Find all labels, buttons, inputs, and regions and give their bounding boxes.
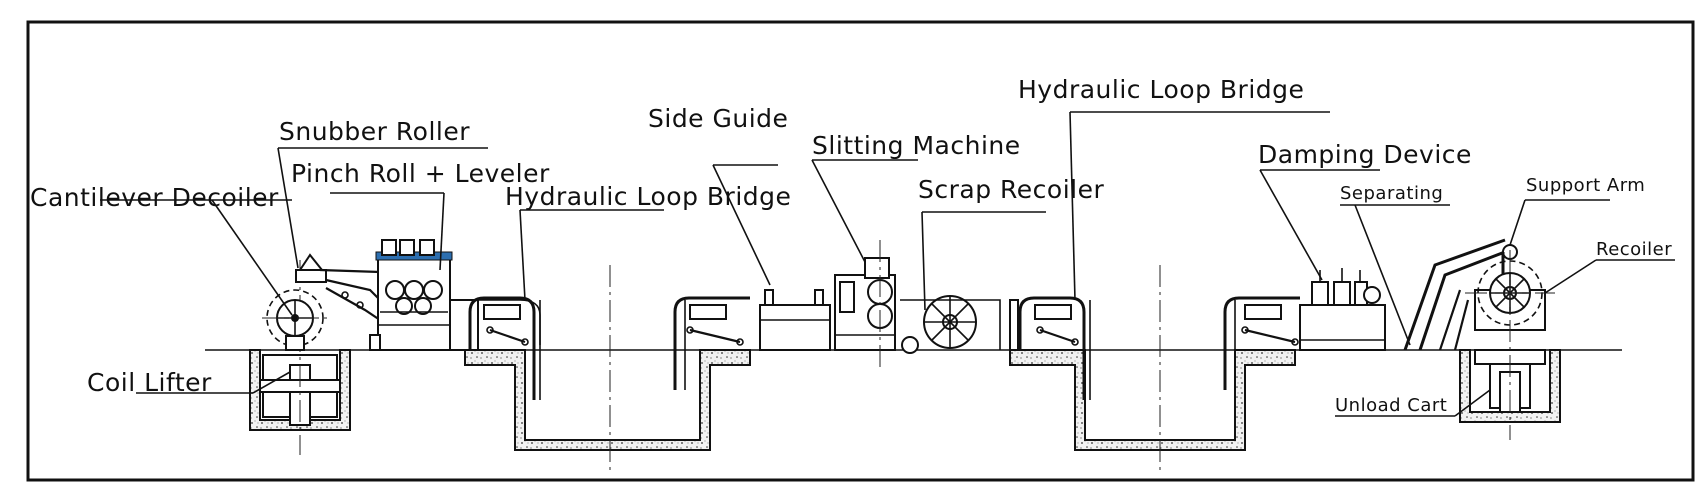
entry-bridge-right <box>673 296 750 390</box>
loop-pit-1 <box>464 265 751 470</box>
unload-cart-pit <box>1459 250 1561 440</box>
label-snubber-roller: Snubber Roller <box>279 117 470 146</box>
label-coil-lifter: Coil Lifter <box>87 368 212 397</box>
label-unload-cart: Unload Cart <box>1335 395 1447 416</box>
hydraulic-loop-bridge-2 <box>1009 296 1091 400</box>
scrap-recoiler <box>900 295 1001 354</box>
side-guide <box>759 289 831 351</box>
hydraulic-loop-bridge-1 <box>468 296 541 400</box>
label-cantilever-decoiler: Cantilever Decoiler <box>30 183 279 212</box>
label-slitting-machine: Slitting Machine <box>812 131 1021 160</box>
label-side-guide: Side Guide <box>648 104 788 133</box>
loop-pit-2 <box>1009 265 1296 470</box>
label-pinch-roll-leveler: Pinch Roll + Leveler <box>291 159 550 188</box>
cantilever-decoiler <box>262 289 330 351</box>
exit-bridge-right <box>1223 296 1300 390</box>
drawing-frame <box>26 20 1695 482</box>
snubber-roller <box>295 253 381 321</box>
coil-lifter-pit <box>249 260 351 455</box>
damping-device <box>1299 268 1386 351</box>
label-recoiler: Recoiler <box>1596 239 1672 260</box>
label-hydraulic-loop-bridge-1: Hydraulic Loop Bridge <box>505 182 791 211</box>
label-scrap-recoiler: Scrap Recoiler <box>918 175 1104 204</box>
label-support-arm: Support Arm <box>1526 175 1645 196</box>
label-damping-device: Damping Device <box>1258 140 1472 169</box>
pinch-roll-leveler <box>369 239 453 351</box>
leader-lines <box>100 111 1675 417</box>
slitting-machine <box>834 240 896 370</box>
label-hydraulic-loop-bridge-2: Hydraulic Loop Bridge <box>1018 75 1304 104</box>
separating-unit <box>1403 238 1511 351</box>
label-separating: Separating <box>1340 183 1443 204</box>
